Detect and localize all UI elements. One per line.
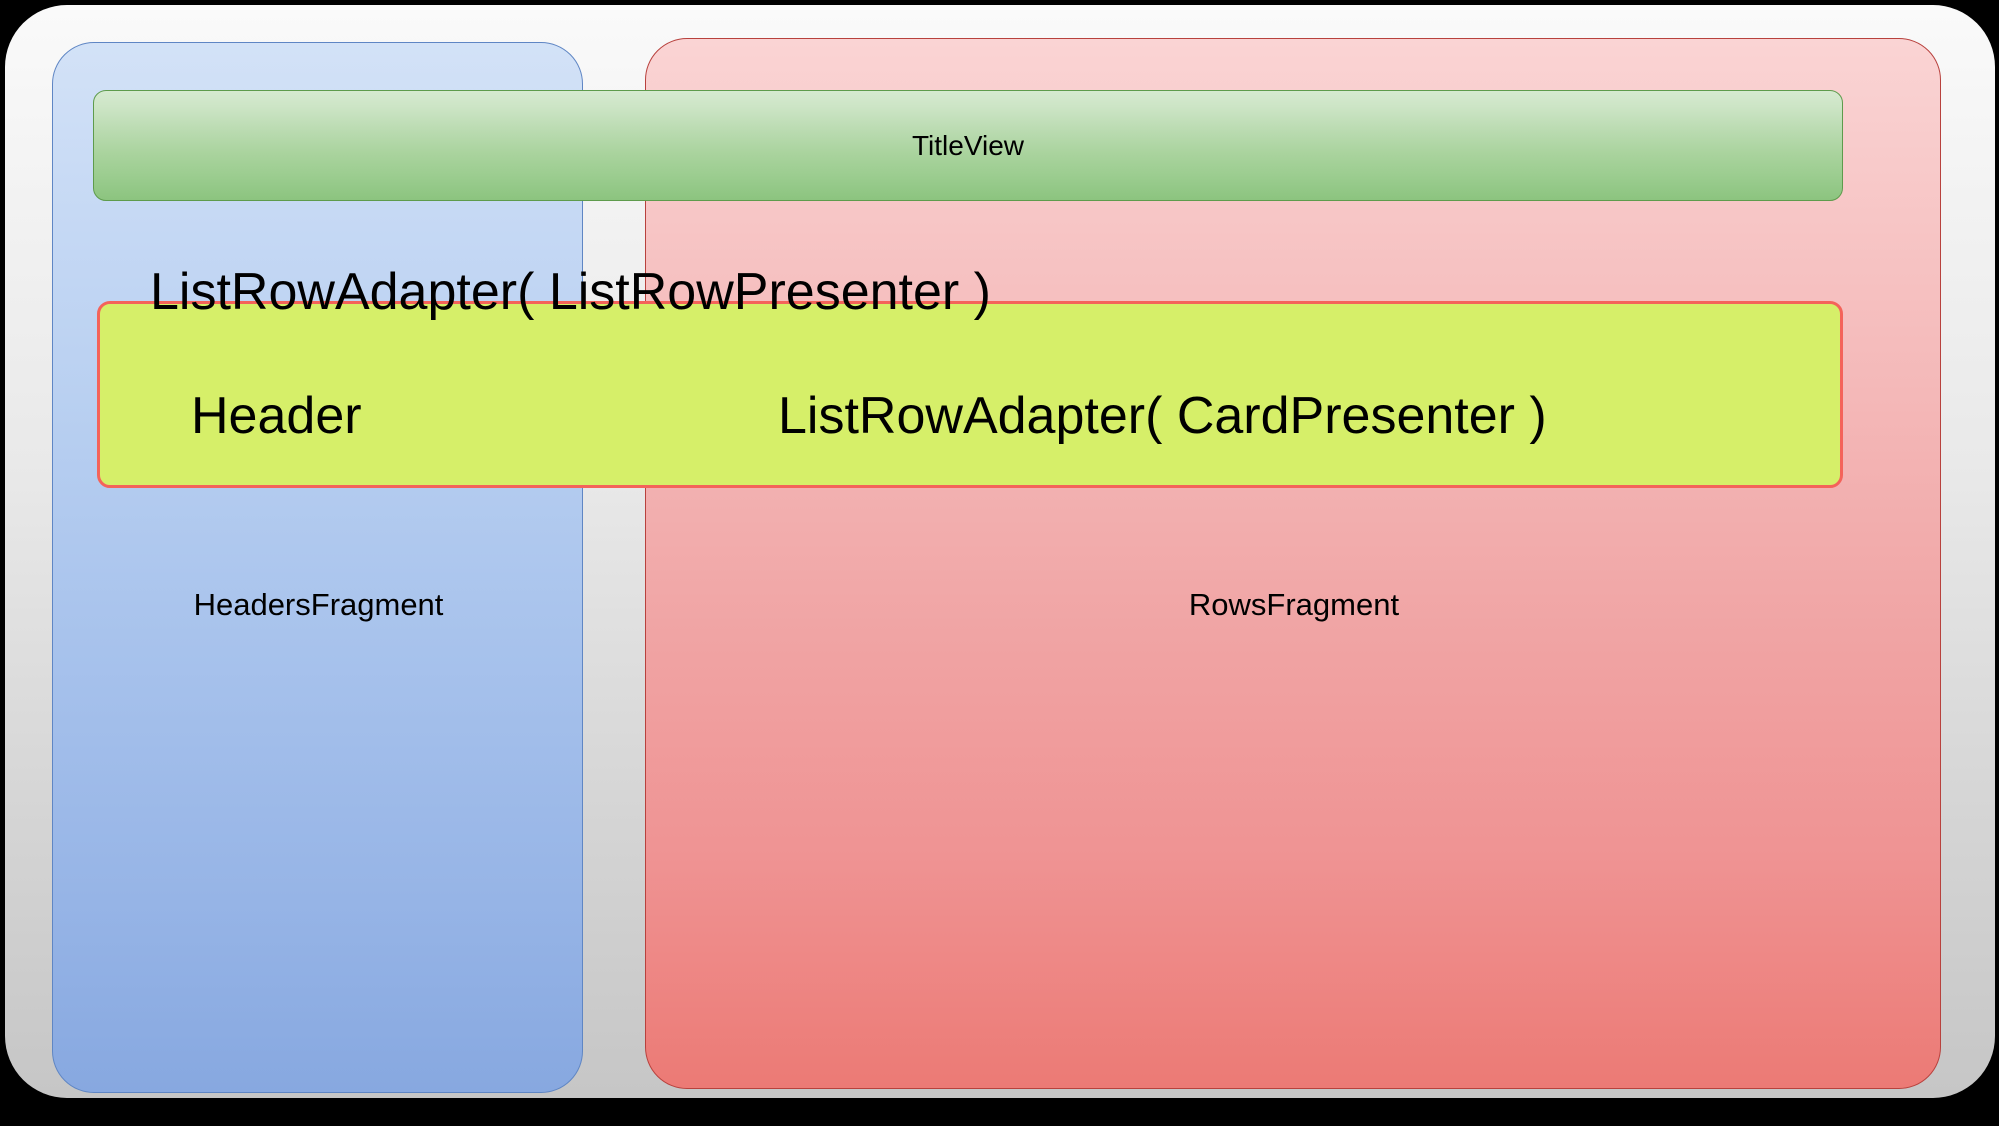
row-header-label: Header <box>191 387 362 445</box>
listrow-adapter-caption: ListRowAdapter( ListRowPresenter ) <box>150 263 991 321</box>
title-view-bar[interactable]: TitleView <box>93 90 1843 201</box>
title-view-label: TitleView <box>911 129 1025 161</box>
headers-fragment-label: HeadersFragment <box>193 587 444 622</box>
list-row-box[interactable] <box>97 301 1843 488</box>
rows-fragment-label: RowsFragment <box>1188 587 1400 622</box>
browse-fragment-container: HeadersFragment RowsFragment TitleView L… <box>5 5 1995 1098</box>
headers-fragment-panel[interactable]: HeadersFragment <box>52 42 583 1093</box>
card-adapter-label: ListRowAdapter( CardPresenter ) <box>778 387 1547 445</box>
rows-fragment-panel[interactable]: RowsFragment <box>645 38 1941 1089</box>
